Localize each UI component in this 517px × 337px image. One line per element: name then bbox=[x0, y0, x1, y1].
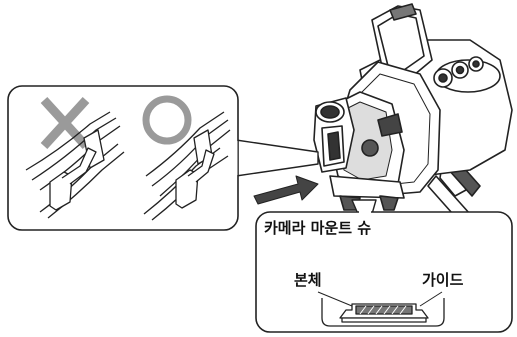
wrong-attachment-illustration bbox=[25, 111, 125, 219]
body-label: 본체 bbox=[294, 271, 322, 289]
comparison-panel bbox=[7, 85, 319, 231]
correct-mark-icon bbox=[142, 95, 192, 145]
mount-shoe-cross-section bbox=[321, 298, 445, 327]
wrong-mark-icon bbox=[40, 96, 90, 150]
housing-base bbox=[329, 175, 405, 199]
correct-attachment-illustration bbox=[143, 111, 231, 221]
insert-arrow bbox=[253, 175, 319, 205]
camera-housing-illustration bbox=[313, 3, 513, 223]
guide-label: 가이드 bbox=[422, 271, 464, 289]
panel-connector bbox=[235, 139, 319, 177]
guide-leader-line bbox=[419, 291, 443, 307]
body-leader-line bbox=[317, 291, 353, 307]
mount-shoe-title: 카메라 마운트 슈 bbox=[264, 219, 372, 237]
callout-box bbox=[255, 211, 513, 333]
mount-shoe-callout bbox=[255, 199, 513, 333]
